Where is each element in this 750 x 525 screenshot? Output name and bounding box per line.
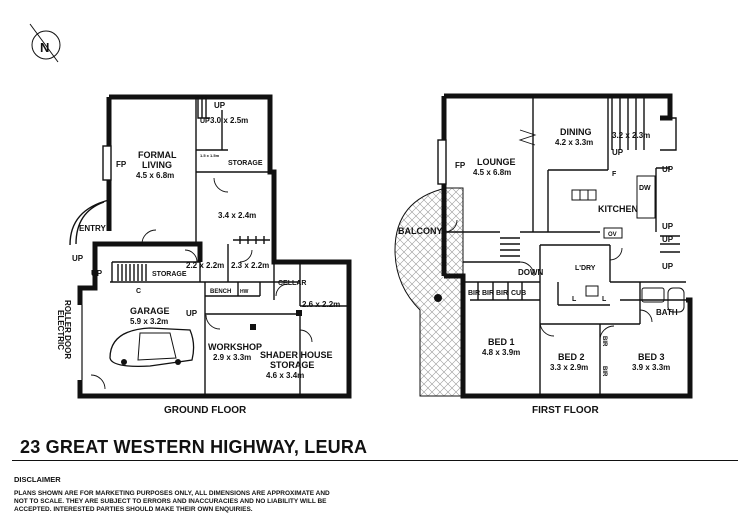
room-size: 3.2 x 2.3m — [612, 131, 650, 140]
room-size: 3.3 x 2.9m — [550, 363, 588, 372]
door-swings — [90, 177, 313, 390]
room-name: LIVING — [142, 160, 172, 170]
room-name: DINING — [560, 127, 592, 137]
disclaimer-line: PLANS SHOWN ARE FOR MARKETING PURPOSES O… — [14, 490, 330, 497]
room-name: BED 3 — [638, 352, 665, 362]
robe-label: BIR — [496, 290, 508, 297]
robe-label: BIR — [601, 366, 607, 377]
disclaimer-heading: DISCLAIMER — [14, 475, 61, 484]
room-size: 4.6 x 3.4m — [266, 371, 304, 380]
up-label: UP — [662, 235, 674, 244]
bench-label: BENCH — [210, 289, 231, 295]
balcony-label: BALCONY — [398, 226, 443, 236]
room-name: WORKSHOP — [208, 342, 262, 352]
divider — [12, 460, 738, 461]
room-name: BED 2 — [558, 352, 585, 362]
room-name: LOUNGE — [477, 157, 516, 167]
room-size: 1.5 x 1.5m — [200, 153, 220, 158]
room-label: STORAGE — [152, 271, 187, 278]
post-icon — [296, 310, 302, 316]
up-label: UP — [662, 165, 674, 174]
property-address: 23 GREAT WESTERN HIGHWAY, LEURA — [20, 437, 368, 457]
room-name: FORMAL — [138, 150, 177, 160]
stairs-icon — [500, 98, 680, 257]
fireplace-label: FP — [116, 160, 127, 169]
ground-interior-walls — [110, 97, 349, 396]
up-label: UP — [200, 118, 210, 125]
robe-label: BIR — [482, 290, 494, 297]
dishwasher-label: DW — [639, 185, 651, 192]
room-size: 2.6 x 2.2m — [302, 300, 340, 309]
room-size: 2.9 x 3.3m — [213, 353, 251, 362]
kitchen-fixtures — [571, 175, 685, 313]
room-size: 4.2 x 3.3m — [555, 138, 593, 147]
hot-water-label: HW — [240, 289, 249, 295]
post-icon — [250, 324, 256, 330]
room-name: BED 1 — [488, 337, 515, 347]
entry-bay-window — [69, 199, 110, 246]
fireplace-label: FP — [455, 161, 466, 170]
first-floor-plan: FP LOUNGE 4.5 x 6.8m DINING 4.2 x 3.3m 3… — [394, 93, 693, 416]
up-label: UP — [72, 254, 84, 263]
room-label: STORAGE — [228, 160, 263, 167]
bay-window — [660, 117, 677, 151]
room-size: 4.8 x 3.9m — [482, 348, 520, 357]
cupboard-label: CUB — [511, 290, 526, 297]
roller-door-label: ROLLER DOOR — [63, 300, 72, 359]
laundry-label: L'DRY — [575, 265, 596, 272]
disclaimer-text: PLANS SHOWN ARE FOR MARKETING PURPOSES O… — [14, 490, 344, 514]
compass-north-label: N — [40, 40, 49, 55]
up-label: UP — [662, 262, 674, 271]
up-label: UP — [91, 269, 103, 278]
oven-label: OV — [608, 232, 617, 238]
room-size: 5.9 x 3.2m — [130, 317, 168, 326]
room-size: 3.0 x 2.5m — [210, 116, 248, 125]
room-size: 4.5 x 6.8m — [473, 168, 511, 177]
balcony-area — [394, 187, 464, 397]
room-size: 3.4 x 2.4m — [218, 211, 256, 220]
up-label: UP — [186, 309, 198, 318]
fireplace-icon — [102, 145, 112, 181]
room-name: KITCHEN — [598, 204, 638, 214]
room-name: STORAGE — [270, 360, 314, 370]
entry-label: ENTRY — [79, 224, 106, 233]
up-label: UP — [662, 222, 674, 231]
compass: N — [29, 23, 61, 63]
car-icon — [109, 327, 195, 367]
robe-label: BIR — [601, 336, 607, 347]
fireplace-icon — [437, 139, 447, 185]
fridge-label: F — [612, 171, 617, 178]
down-label: DOWN — [518, 268, 544, 277]
bathroom-label: BATH — [656, 308, 678, 317]
stairs-icon — [117, 96, 270, 281]
up-label: UP — [612, 148, 624, 157]
room-label: CELLAR — [278, 280, 306, 287]
room-name: GARAGE — [130, 306, 170, 316]
first-interior-walls — [446, 96, 690, 396]
robe-label: BIR — [468, 290, 480, 297]
room-size: 3.9 x 3.3m — [632, 363, 670, 372]
room-name: SHADER HOUSE — [260, 350, 333, 360]
disclaimer-line: NOT TO SCALE. THEY ARE SUBJECT TO ERRORS… — [14, 498, 327, 505]
cupboard-label: C — [136, 288, 141, 295]
disclaimer-line: ACCEPTED. INTERESTED PARTIES SHOULD MAKE… — [14, 506, 253, 513]
ground-floor-plan: UP UP 3.0 x 2.5m 1.5 x 1.5m STORAGE FORM… — [56, 94, 352, 416]
first-floor-walls — [441, 93, 693, 399]
room-size: 2.3 x 2.2m — [231, 261, 269, 270]
first-floor-title: FIRST FLOOR — [532, 405, 599, 416]
roller-door-label: ELECTRIC — [56, 310, 65, 350]
ground-floor-title: GROUND FLOOR — [164, 405, 247, 416]
room-size: 4.5 x 6.8m — [136, 171, 174, 180]
up-label: UP — [214, 101, 226, 110]
room-size: 2.2 x 2.2m — [186, 261, 224, 270]
linen-label: L — [602, 296, 607, 303]
post-icon — [434, 294, 442, 302]
door-swings — [444, 129, 653, 341]
linen-label: L — [572, 296, 577, 303]
